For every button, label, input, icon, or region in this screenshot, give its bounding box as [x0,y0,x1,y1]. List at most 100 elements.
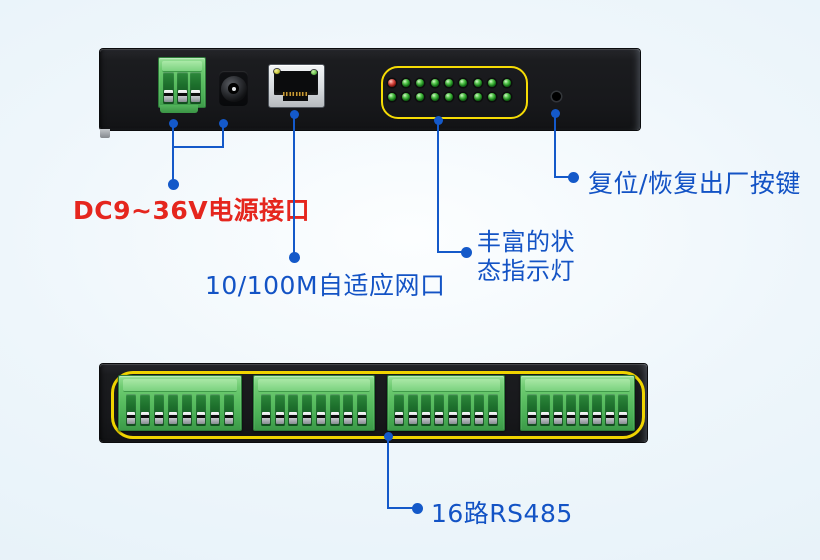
status-led-green [488,93,497,101]
rj45-latch-notch [283,95,308,101]
terminal-pin [618,394,628,426]
terminal-pin [460,394,471,426]
rj45-cavity [273,71,318,95]
terminal-pin [163,72,175,104]
status-led-green [401,93,410,101]
rj45-activity-led-icon [311,70,317,75]
terminal-pin [288,394,299,426]
terminal-pin [447,394,458,426]
terminal-pin [407,394,418,426]
status-led-green [416,93,425,101]
rs485-highlight-outline [111,371,645,439]
terminal-pin [140,394,150,426]
status-callout-dot [433,115,443,125]
terminal-pin [176,72,188,104]
rs485-terminal-block-4 [520,375,635,431]
status-label-dot [460,246,472,258]
status-led-red [387,78,396,87]
terminal-pin [302,394,313,426]
reset-pinhole-button [551,91,561,101]
callout-line [553,115,557,178]
status-label-line1: 丰富的状 [477,228,575,256]
reset-callout-dot [550,108,560,118]
led-row-top [387,78,511,87]
terminal-pin [434,394,445,426]
status-led-panel-outline [381,66,528,119]
terminal-pin-row [257,394,371,426]
terminal-lid [123,379,237,392]
terminal-pin [394,394,405,426]
terminal-pin [260,394,271,426]
ethernet-callout-dot [289,109,299,119]
status-led-green [473,93,482,101]
terminal-pin [224,394,234,426]
rs485-label: 16路RS485 [431,499,573,528]
led-row-bottom [387,93,511,101]
status-led-green [430,78,439,87]
din-mount-tab [100,129,110,138]
status-led-green [502,93,511,101]
terminal-pin [168,394,178,426]
rj45-gold-contacts [283,92,308,96]
callout-line [554,175,573,179]
terminal-pin [420,394,431,426]
callout-line [437,250,466,254]
terminal-pin [329,394,340,426]
rs485-terminal-block-2 [253,375,375,431]
power-terminal-3pin [158,57,206,108]
terminal-pin [274,394,285,426]
status-led-green [445,93,454,101]
status-led-green [459,93,468,101]
callout-line [221,123,225,148]
status-led-green [445,78,454,87]
power-label: DC9~36V电源接口 [73,196,311,225]
callout-line [292,116,296,254]
status-led-green [401,78,410,87]
rs485-label-dot [411,502,423,514]
power-label-dot [167,178,179,190]
rs485-terminal-block-1 [118,375,242,431]
terminal-pin [487,394,498,426]
terminal-pin [474,394,485,426]
terminal-pin [126,394,136,426]
status-label: 丰富的状 态指示灯 [477,228,575,286]
terminal-lid [392,379,500,392]
rj45-link-led-icon [274,69,280,74]
terminal-lid [525,379,630,392]
terminal-lid [258,379,370,392]
status-led-green [488,78,497,87]
terminal-pin [566,394,576,426]
ethernet-label-dot [288,251,300,263]
status-led-green [473,78,482,87]
terminal-pin [592,394,602,426]
terminal-pin [527,394,537,426]
dc-jack-center-pin [231,86,236,91]
rs485-terminal-block-3 [387,375,505,431]
terminal-pin [605,394,615,426]
terminal-pin-row [391,394,501,426]
terminal-pin-row [524,394,631,426]
terminal-pin [315,394,326,426]
terminal-pin [343,394,354,426]
terminal-pin [553,394,563,426]
terminal-bottom-lip [160,105,198,113]
status-led-green [502,78,511,87]
status-led-green [387,93,396,101]
callout-line [172,145,224,148]
terminal-pin [210,394,220,426]
status-led-green [430,93,439,101]
terminal-pin [196,394,206,426]
terminal-lid [162,61,202,72]
reset-label-dot [567,171,579,183]
terminal-pin [189,72,201,104]
ethernet-label: 10/100M自适应网口 [205,271,446,300]
callout-line [436,122,440,253]
status-label-line2: 态指示灯 [477,257,575,285]
callout-line [387,506,417,510]
terminal-pin-row [161,72,203,104]
terminal-pin [182,394,192,426]
callout-line [386,436,390,509]
status-led-green [416,78,425,87]
callout-line [171,123,175,184]
